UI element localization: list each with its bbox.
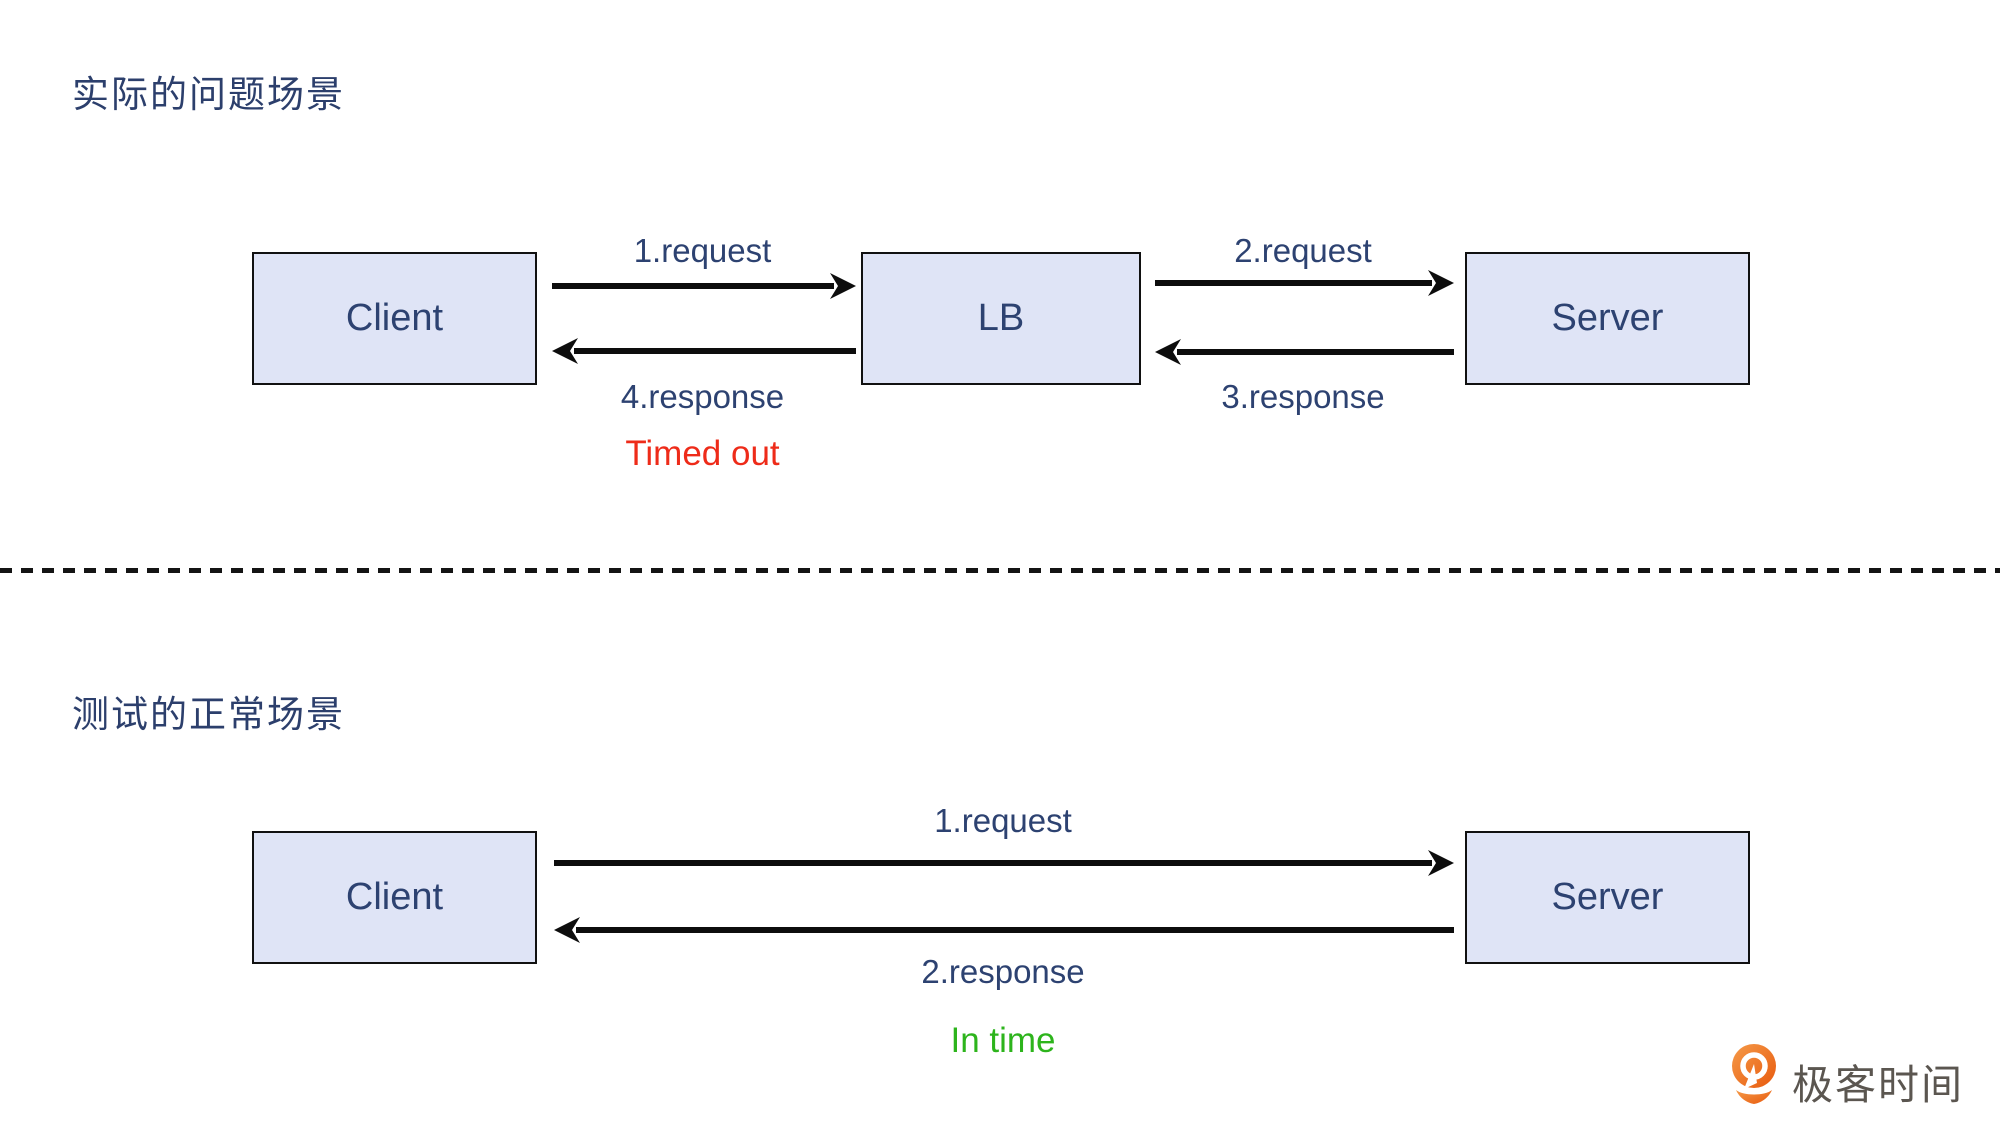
timed-out-status: Timed out — [625, 434, 780, 473]
bottom-server-box: Server — [1465, 831, 1750, 964]
arrow-request2-right-icon — [1155, 270, 1454, 296]
bottom-client-box: Client — [252, 831, 537, 964]
top-request1-label: 1.request — [633, 232, 772, 269]
arrow-bottom-response2-left-icon — [554, 917, 1454, 943]
arrow-response3-left-icon — [1155, 339, 1454, 365]
bottom-response2-label: 2.response — [921, 953, 1085, 990]
arrow-request1-right-icon — [552, 273, 856, 299]
geektime-logo-icon — [1732, 1044, 1776, 1104]
top-lb-label: LB — [977, 297, 1025, 339]
arrow-response4-left-icon — [552, 338, 856, 364]
arrow-bottom-request1-right-icon — [554, 850, 1454, 876]
top-client-label: Client — [345, 297, 444, 339]
in-time-status: In time — [950, 1021, 1056, 1060]
top-lb-box: LB — [861, 252, 1141, 385]
top-response3-label: 3.response — [1221, 378, 1385, 415]
bottom-request1-label: 1.request — [934, 802, 1072, 839]
top-server-label: Server — [1551, 297, 1664, 339]
bottom-section-title: 测试的正常场景 — [72, 694, 345, 735]
top-client-box: Client — [252, 252, 537, 385]
top-server-box: Server — [1465, 252, 1750, 385]
geektime-logo — [1730, 1043, 1778, 1110]
top-request2-label: 2.request — [1234, 232, 1372, 269]
bottom-client-label: Client — [345, 876, 444, 918]
dashed-divider — [0, 568, 2000, 573]
top-section-title: 实际的问题场景 — [72, 74, 345, 115]
top-response4-label: 4.response — [620, 378, 785, 415]
geektime-logo-text: 极客时间 — [1792, 1062, 1964, 1108]
bottom-server-label: Server — [1551, 876, 1664, 918]
